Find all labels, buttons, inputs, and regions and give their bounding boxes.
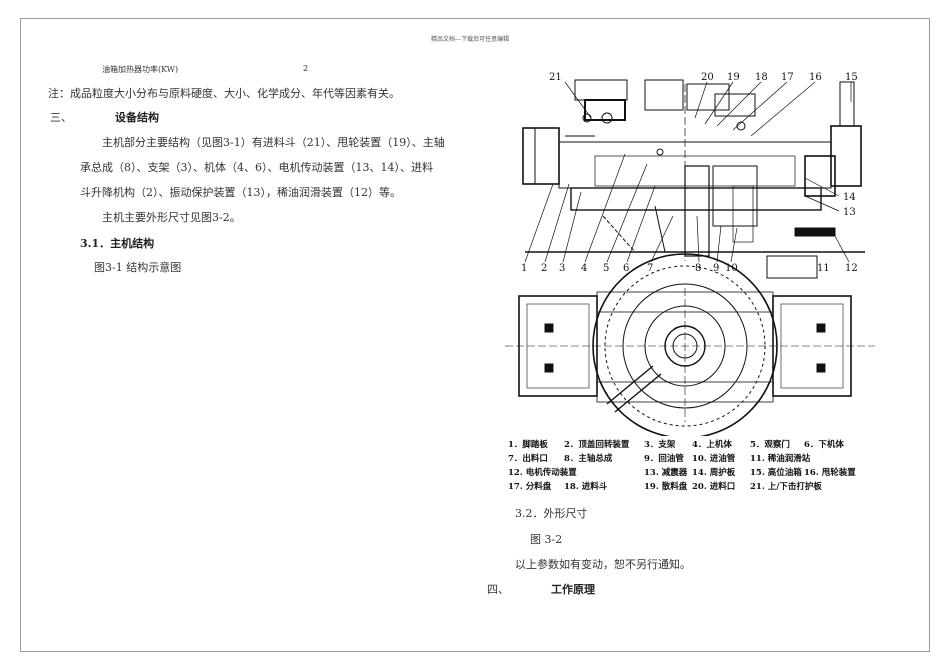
legend-item: 11. 稀油润滑站 (750, 454, 811, 464)
callout-4: 4 (581, 263, 587, 274)
callout-5: 5 (603, 263, 609, 274)
page-header: 精品文档---下载后可任意编辑 (431, 36, 510, 43)
section-4-number: 四、 (487, 583, 509, 596)
callout-12: 12 (845, 263, 858, 274)
callout-13: 13 (843, 207, 856, 218)
parts-legend: 1．脚踏板 2．顶盖回转装置 3．支架 4．上机体 5．观察门 6．下机体 7．… (508, 438, 868, 494)
legend-item: 4．上机体 (692, 440, 732, 450)
heater-power-value: 2 (303, 64, 309, 73)
callout-11: 11 (817, 263, 830, 274)
figure-3-1-caption: 图3-1 结构示意图 (94, 261, 182, 274)
callout-1: 1 (521, 263, 527, 274)
callout-14: 14 (843, 192, 856, 203)
callout-16: 16 (809, 72, 822, 83)
structure-paragraph-line-1: 主机部分主要结构（见图3-1）有进料斗（21）、甩轮装置（19）、主轴 (102, 136, 445, 149)
legend-item: 14. 周护板 (692, 468, 736, 478)
legend-item: 1．脚踏板 (508, 440, 548, 450)
structure-paragraph-line-3: 斗升降机构（2）、振动保护装置（13），稀油润滑装置（12）等。 (80, 186, 401, 199)
legend-row: 17. 分料盘 18. 进料斗 19. 散料盘 20. 进料口 21. 上/下击… (508, 480, 868, 494)
callout-3: 3 (559, 263, 565, 274)
callout-15: 15 (845, 72, 858, 83)
legend-item: 3．支架 (644, 440, 676, 450)
legend-row: 7．出料口 8．主轴总成 9．回油管 10. 进油管 11. 稀油润滑站 (508, 452, 868, 466)
legend-item: 6．下机体 (804, 440, 844, 450)
callout-2: 2 (541, 263, 547, 274)
section-3-title: 设备结构 (115, 111, 159, 124)
callout-8: 8 (695, 263, 701, 274)
figure-3-2-caption: 图 3-2 (530, 533, 563, 546)
subsection-3-1-title: 3.1．主机结构 (80, 237, 155, 250)
legend-item: 20. 进料口 (692, 482, 736, 492)
callout-19: 19 (727, 72, 740, 83)
legend-item: 9．回油管 (644, 454, 684, 464)
legend-item: 21. 上/下击打护板 (750, 482, 822, 492)
callout-20: 20 (701, 72, 714, 83)
callout-6: 6 (623, 263, 629, 274)
page-border (20, 18, 930, 652)
callout-7: 7 (647, 263, 653, 274)
section-4-title: 工作原理 (551, 583, 595, 596)
legend-item: 13. 减震器 (644, 468, 688, 478)
subsection-3-2-title: 3.2．外形尺寸 (515, 507, 588, 520)
side-elevation-view (522, 79, 865, 279)
callout-17: 17 (781, 72, 794, 83)
section-3-number: 三、 (50, 111, 72, 124)
legend-item: 16. 甩轮装置 (804, 468, 856, 478)
legend-item: 8．主轴总成 (564, 454, 613, 464)
legend-item: 15. 高位油箱 (750, 468, 802, 478)
legend-item: 7．出料口 (508, 454, 548, 464)
granularity-note: 注：成品粒度大小分布与原料硬度、大小、化学成分、年代等因素有关。 (48, 87, 400, 100)
legend-row: 12. 电机传动装置 13. 减震器 14. 周护板 15. 高位油箱 16. … (508, 466, 868, 480)
machine-structure-drawing: 21 20 19 18 17 16 15 1 2 3 4 5 6 7 8 9 1… (505, 72, 875, 436)
legend-item: 2．顶盖回转装置 (564, 440, 630, 450)
legend-row: 1．脚踏板 2．顶盖回转装置 3．支架 4．上机体 5．观察门 6．下机体 (508, 438, 868, 452)
callout-9: 9 (713, 263, 719, 274)
legend-item: 5．观察门 (750, 440, 790, 450)
dimensions-paragraph: 主机主要外形尺寸见图3-2。 (102, 211, 241, 224)
callout-21: 21 (549, 72, 562, 83)
change-notice: 以上参数如有变动，恕不另行通知。 (515, 558, 691, 571)
legend-item: 17. 分料盘 (508, 482, 552, 492)
legend-item: 10. 进油管 (692, 454, 736, 464)
legend-item: 12. 电机传动装置 (508, 468, 577, 478)
callout-18: 18 (755, 72, 768, 83)
structure-paragraph-line-2: 承总成（8）、支架（3）、机体（4、6）、电机传动装置（13、14）、进料 (80, 161, 433, 174)
legend-item: 19. 散料盘 (644, 482, 688, 492)
legend-item: 18. 进料斗 (564, 482, 608, 492)
heater-power-label: 油箱加热器功率(KW) (102, 65, 179, 74)
plan-view (505, 253, 875, 436)
callout-10: 10 (725, 263, 738, 274)
